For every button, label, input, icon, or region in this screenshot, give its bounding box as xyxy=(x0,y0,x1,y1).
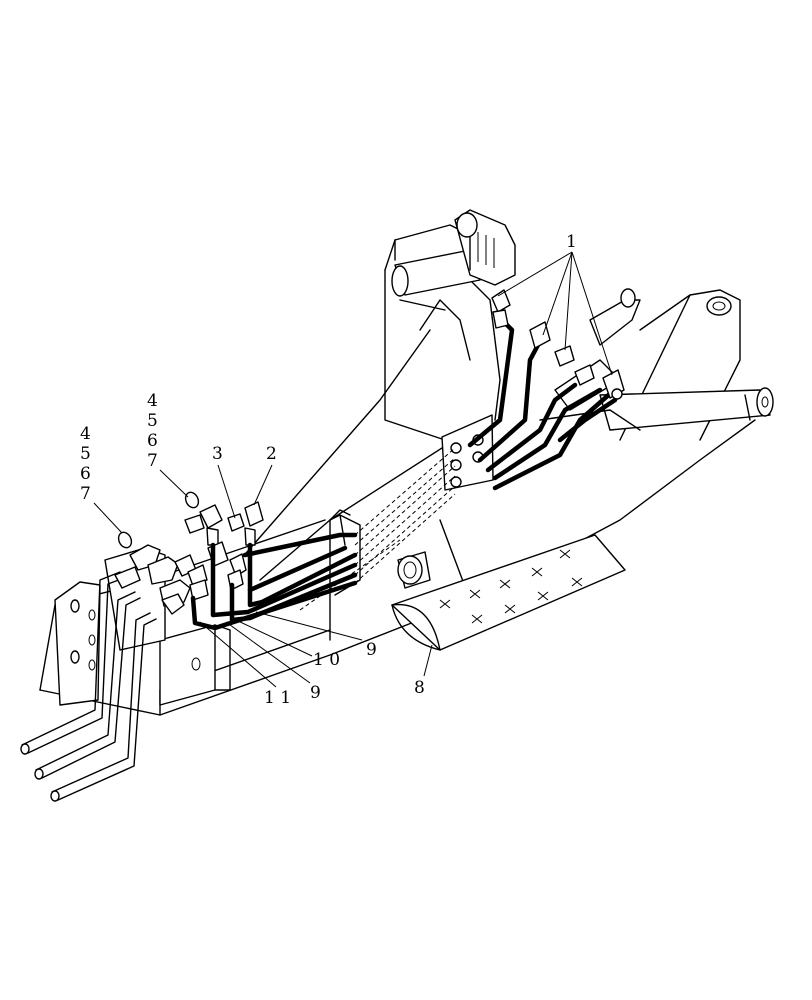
callout-stack-a-6: 6 xyxy=(147,431,158,451)
callout-8: 8 xyxy=(414,678,425,698)
callout-2: 2 xyxy=(266,444,277,464)
steel-tubes xyxy=(20,571,157,802)
leader-lines xyxy=(93,251,613,688)
callout-stack-b-4: 4 xyxy=(80,424,91,444)
callout-stack-a-4: 4 xyxy=(147,391,158,411)
callout-9-right: 9 xyxy=(366,640,377,660)
callout-3: 3 xyxy=(212,444,223,464)
callout-stack-b-7: 7 xyxy=(80,484,91,504)
dashed-routing xyxy=(299,447,456,611)
callout-11: 1 1 xyxy=(264,688,291,708)
callout-9-lower: 9 xyxy=(310,683,321,703)
callout-labels: 1 2 3 4 5 6 7 4 5 6 7 8 9 9 1 0 1 1 xyxy=(80,232,577,708)
main-frame xyxy=(39,209,774,716)
callout-stack-a-5: 5 xyxy=(147,411,158,431)
callout-1: 1 xyxy=(566,232,577,252)
callout-stack-b-5: 5 xyxy=(80,444,91,464)
callout-10: 1 0 xyxy=(313,650,340,670)
front-fittings xyxy=(114,544,191,615)
sleeve-cross-marks xyxy=(439,549,583,624)
protective-sleeve xyxy=(391,534,626,651)
front-hoses xyxy=(190,532,358,631)
adapters-elbows xyxy=(117,491,264,601)
callout-stack-b-6: 6 xyxy=(80,464,91,484)
callout-stack-a-7: 7 xyxy=(147,451,158,471)
